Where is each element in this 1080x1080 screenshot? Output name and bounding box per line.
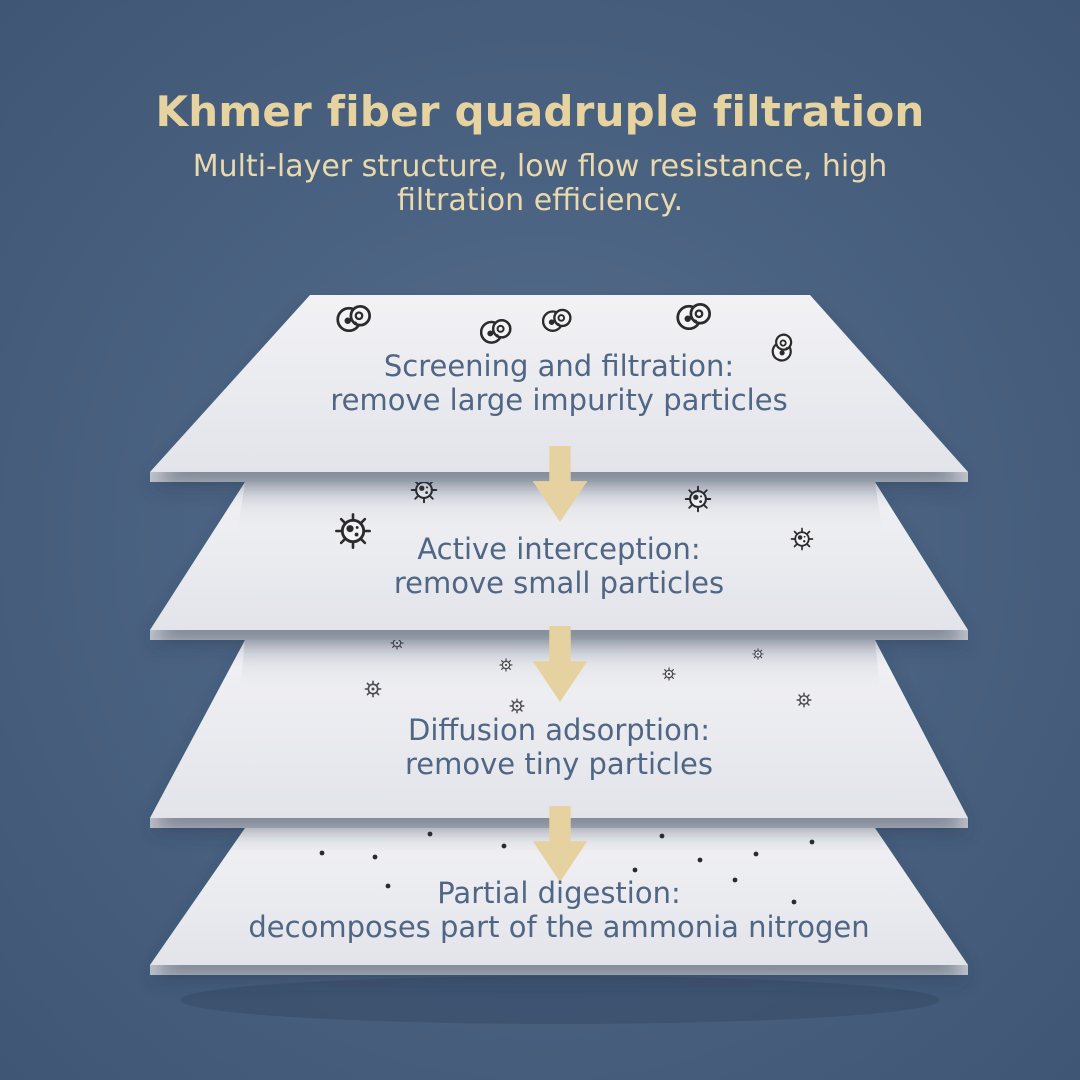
layer-screening [150, 295, 968, 482]
layer-3-title: Diffusion adsorption: [408, 713, 710, 747]
layer-1-label: Screening and filtration: remove large i… [150, 349, 968, 417]
layer-1-title: Screening and filtration: [383, 349, 735, 383]
page-subtitle: Multi-layer structure, low flow resistan… [192, 149, 888, 218]
layer-4-label: Partial digestion: decomposes part of th… [150, 876, 968, 944]
layer-3-label: Diffusion adsorption: remove tiny partic… [150, 713, 968, 781]
layer-digestion [150, 828, 968, 1024]
layer-4-description: decomposes part of the ammonia nitrogen [248, 910, 870, 944]
layer-4-title: Partial digestion: [437, 876, 681, 910]
layer-1-description: remove large impurity particles [330, 383, 788, 417]
layer-3-description: remove tiny particles [404, 747, 713, 781]
layer-2-label: Active interception: remove small partic… [150, 532, 968, 600]
layer-2-description: remove small particles [393, 566, 725, 600]
layer-2-title: Active interception: [417, 532, 701, 566]
page-title: Khmer fiber quadruple filtration [155, 87, 925, 136]
dot-particle-icon [319, 831, 815, 905]
layer-interception [150, 476, 968, 640]
